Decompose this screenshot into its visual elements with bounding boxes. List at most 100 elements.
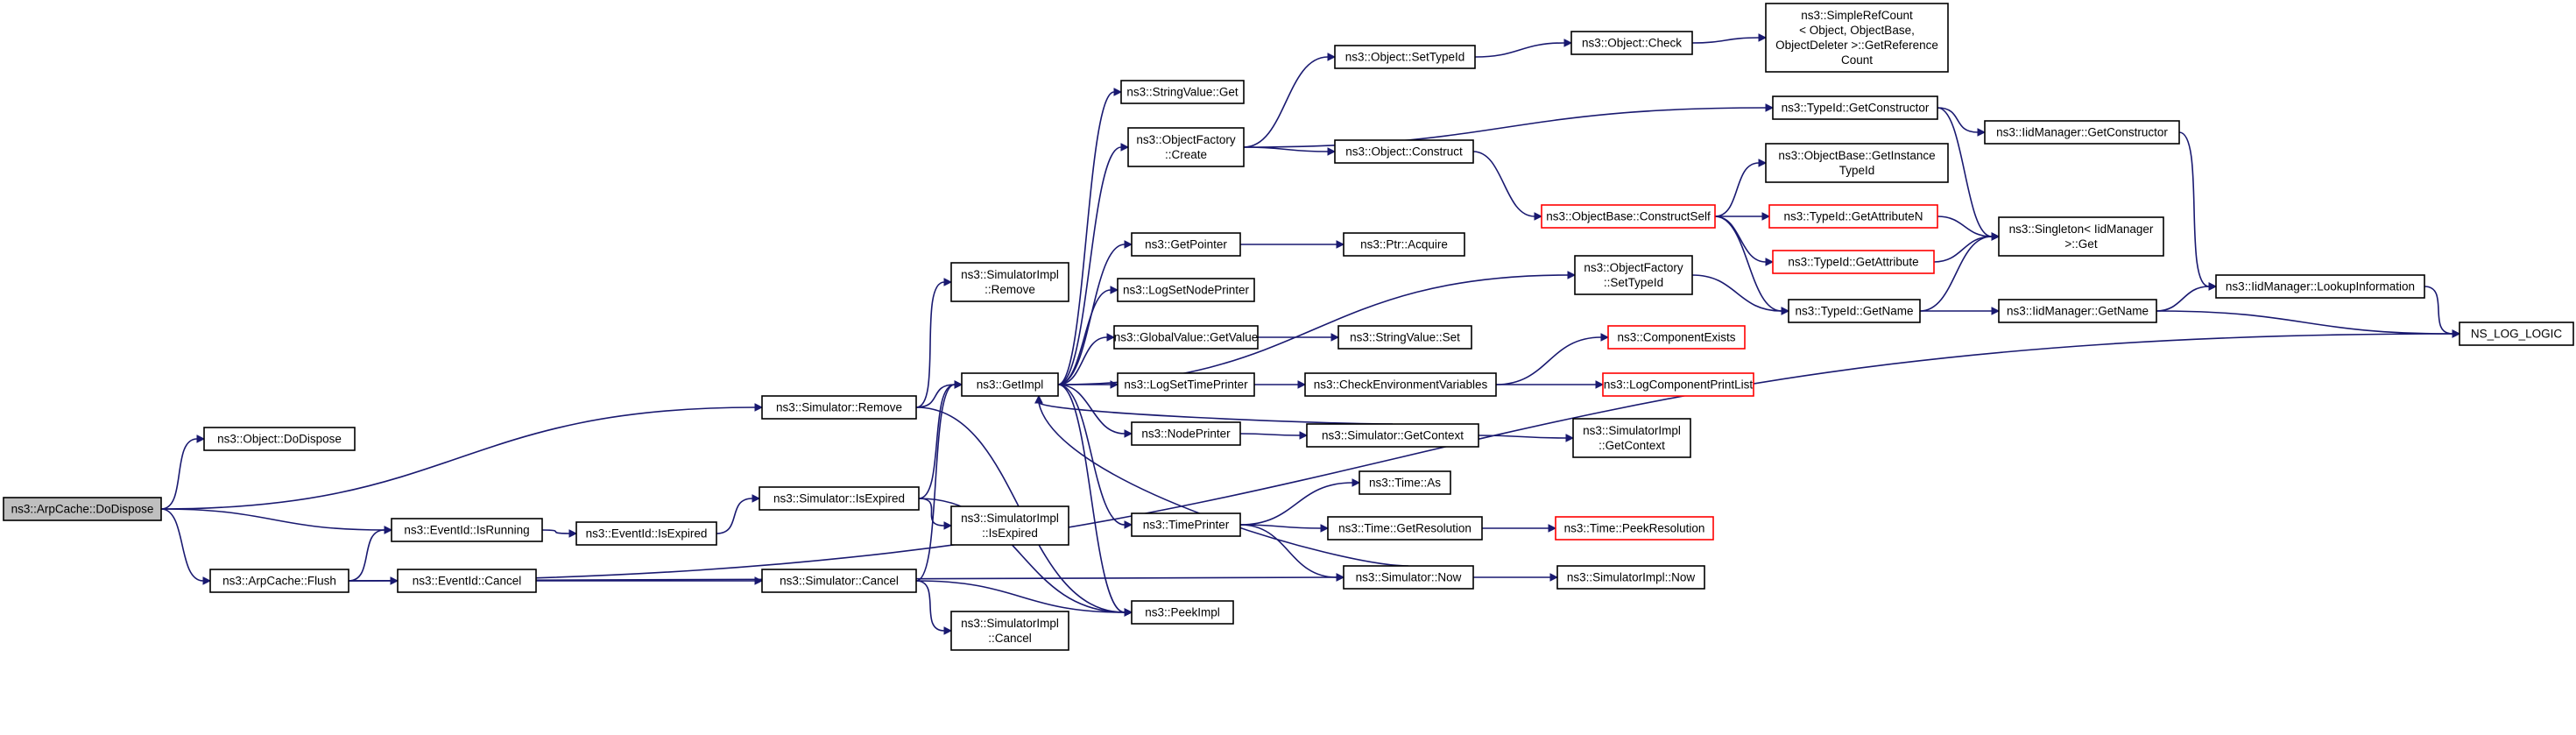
node-logsettimeprinter[interactable]: ns3::LogSetTimePrinter (1117, 372, 1255, 397)
edge-arrowhead (1106, 333, 1116, 342)
edge-arrowhead (384, 526, 393, 534)
node-sim-cancel[interactable]: ns3::Simulator::Cancel (761, 569, 917, 593)
node-simimpl-isexpired[interactable]: ns3::SimulatorImpl::IsExpired (950, 505, 1069, 546)
node-typeid-getattribute[interactable]: ns3::TypeId::GetAttribute (1772, 250, 1935, 274)
node-box (961, 372, 1059, 397)
edge-arrowhead (754, 403, 764, 412)
edge-arp-dodispose-to-arp-flush (160, 508, 212, 585)
node-objfactory-settypeid[interactable]: ns3::ObjectFactory::SetTypeId (1574, 255, 1693, 295)
node-time-as[interactable]: ns3::Time::As (1359, 470, 1451, 495)
node-simimpl-remove[interactable]: ns3::SimulatorImpl::Remove (950, 262, 1069, 302)
edge-sim-cancel-to-peekimpl (915, 580, 1133, 617)
node-obj-dodispose[interactable]: ns3::Object::DoDispose (203, 427, 356, 451)
edge-arrowhead (1124, 608, 1133, 617)
node-objbase-constructself[interactable]: ns3::ObjectBase::ConstructSelf (1541, 204, 1716, 229)
node-ev-isrunning[interactable]: ns3::EventId::IsRunning (391, 518, 543, 542)
node-obj-settypeid[interactable]: ns3::Object::SetTypeId (1334, 45, 1476, 69)
node-sim-remove[interactable]: ns3::Simulator::Remove (761, 395, 917, 420)
edge-line (1057, 91, 1115, 385)
edge-line (1057, 384, 1126, 613)
node-timeprinter[interactable]: ns3::TimePrinter (1131, 512, 1241, 537)
node-strval-set[interactable]: ns3::StringValue::Set (1337, 325, 1472, 350)
edge-arrowhead (1110, 380, 1119, 389)
node-arp-flush[interactable]: ns3::ArpCache::Flush (209, 569, 349, 593)
node-iidmanager-lookupinformation[interactable]: ns3::IidManager::LookupInformation (2215, 274, 2425, 299)
node-getimpl[interactable]: ns3::GetImpl (961, 372, 1059, 397)
node-simimpl-getcontext[interactable]: ns3::SimulatorImpl::GetContext (1572, 418, 1691, 458)
node-typeid-getattributen[interactable]: ns3::TypeId::GetAttributeN (1768, 204, 1938, 229)
node-obj-construct[interactable]: ns3::Object::Construct (1334, 139, 1474, 164)
node-componentexists[interactable]: ns3::ComponentExists (1607, 325, 1746, 350)
node-label: ns3::Time::GetResolution (1338, 522, 1471, 535)
edge-arrowhead (1120, 143, 1130, 152)
node-getpointer[interactable]: ns3::GetPointer (1131, 232, 1241, 257)
node-time-peekresolution[interactable]: ns3::Time::PeekResolution (1555, 516, 1714, 541)
node-iidmanager-getconstructor[interactable]: ns3::IidManager::GetConstructor (1984, 120, 2180, 145)
node-label: ns3::PeekImpl (1145, 606, 1220, 619)
node-singleton-get[interactable]: ns3::Singleton< IidManager>::Get (1998, 216, 2164, 257)
node-peekimpl[interactable]: ns3::PeekImpl (1131, 600, 1234, 625)
edge-getimpl-to-timeprinter (1057, 384, 1133, 529)
edge-arrowhead (1124, 520, 1133, 529)
node-box (1334, 139, 1474, 164)
node-box (1555, 516, 1714, 541)
node-label: ns3::EventId::IsExpired (586, 527, 708, 541)
node-typeid-getname[interactable]: ns3::TypeId::GetName (1788, 299, 1921, 323)
node-arp-dodispose[interactable]: ns3::ArpCache::DoDispose (3, 497, 162, 521)
edge-arrowhead (568, 529, 578, 538)
node-simimpl-now[interactable]: ns3::SimulatorImpl::Now (1556, 565, 1705, 590)
edge-iidmanager-getname-to-iidmanager-lookupinformation (2156, 282, 2218, 312)
node-globalvalue-getvalue[interactable]: ns3::GlobalValue::GetValue (1113, 325, 1259, 350)
node-label: ns3::Simulator::Now (1356, 571, 1462, 584)
node-strval-get[interactable]: ns3::StringValue::Get (1120, 80, 1245, 104)
edge-line (915, 384, 956, 582)
edge-arrowhead (954, 380, 963, 389)
node-ns-log-logic[interactable]: NS_LOG_LOGIC (2459, 322, 2574, 346)
node-checkenv[interactable]: ns3::CheckEnvironmentVariables (1304, 372, 1497, 397)
edge-line (1937, 107, 1979, 133)
node-sim-now[interactable]: ns3::Simulator::Now (1343, 565, 1474, 590)
edge-line (915, 580, 1126, 613)
node-objfactory-create[interactable]: ns3::ObjectFactory::Create (1127, 127, 1245, 167)
node-label: ns3::ArpCache::Flush (222, 575, 336, 588)
node-box (1570, 31, 1693, 55)
node-label: Count (1841, 53, 1873, 67)
edge-arp-dodispose-to-ev-isrunning (160, 508, 393, 534)
node-time-getresolution[interactable]: ns3::Time::GetResolution (1327, 516, 1483, 541)
node-sim-getcontext[interactable]: ns3::Simulator::GetContext (1306, 423, 1479, 448)
node-box (1343, 565, 1474, 590)
edge-arrowhead (1991, 232, 2001, 241)
node-nodeprinter[interactable]: ns3::NodePrinter (1131, 421, 1241, 446)
node-label: ns3::Simulator::Remove (776, 401, 902, 414)
edge-line (1057, 384, 1126, 526)
node-simplerefcount[interactable]: ns3::SimpleRefCount< Object, ObjectBase,… (1765, 3, 1949, 73)
edge-line (1474, 42, 1565, 58)
node-ptr-acquire[interactable]: ns3::Ptr::Acquire (1343, 232, 1465, 257)
edge-line (1714, 216, 1782, 312)
edge-objfactory-create-to-obj-settypeid (1243, 53, 1337, 148)
edge-line (716, 498, 753, 534)
node-typeid-getconstructor[interactable]: ns3::TypeId::GetConstructor (1772, 95, 1938, 120)
function-nodes: ns3::ArpCache::DoDispose ns3::Object::DoD… (3, 3, 2574, 651)
node-box (209, 569, 349, 593)
node-ev-isexpired[interactable]: ns3::EventId::IsExpired (575, 521, 717, 546)
node-box (1556, 565, 1705, 590)
edge-typeid-getname-to-singleton-get (1919, 232, 2001, 312)
node-logsetnodeprinter[interactable]: ns3::LogSetNodePrinter (1117, 278, 1255, 302)
node-label: ns3::TypeId::GetName (1795, 305, 1913, 318)
node-label: ns3::ObjectFactory (1136, 133, 1236, 146)
node-ev-cancel[interactable]: ns3::EventId::Cancel (397, 569, 537, 593)
node-simimpl-cancel[interactable]: ns3::SimulatorImpl::Cancel (950, 611, 1069, 651)
edge-line (1239, 482, 1353, 526)
node-logcomponentprintlist[interactable]: ns3::LogComponentPrintList (1602, 372, 1754, 397)
node-box (950, 611, 1069, 651)
node-box (1306, 423, 1479, 448)
node-iidmanager-getname[interactable]: ns3::IidManager::GetName (1998, 299, 2157, 323)
node-label: ns3::Object::DoDispose (217, 433, 342, 446)
node-box (1304, 372, 1497, 397)
node-box (1607, 325, 1746, 350)
edge-checkenv-to-componentexists (1495, 333, 1610, 385)
node-obj-check[interactable]: ns3::Object::Check (1570, 31, 1693, 55)
node-sim-isexpired[interactable]: ns3::Simulator::IsExpired (759, 486, 920, 511)
